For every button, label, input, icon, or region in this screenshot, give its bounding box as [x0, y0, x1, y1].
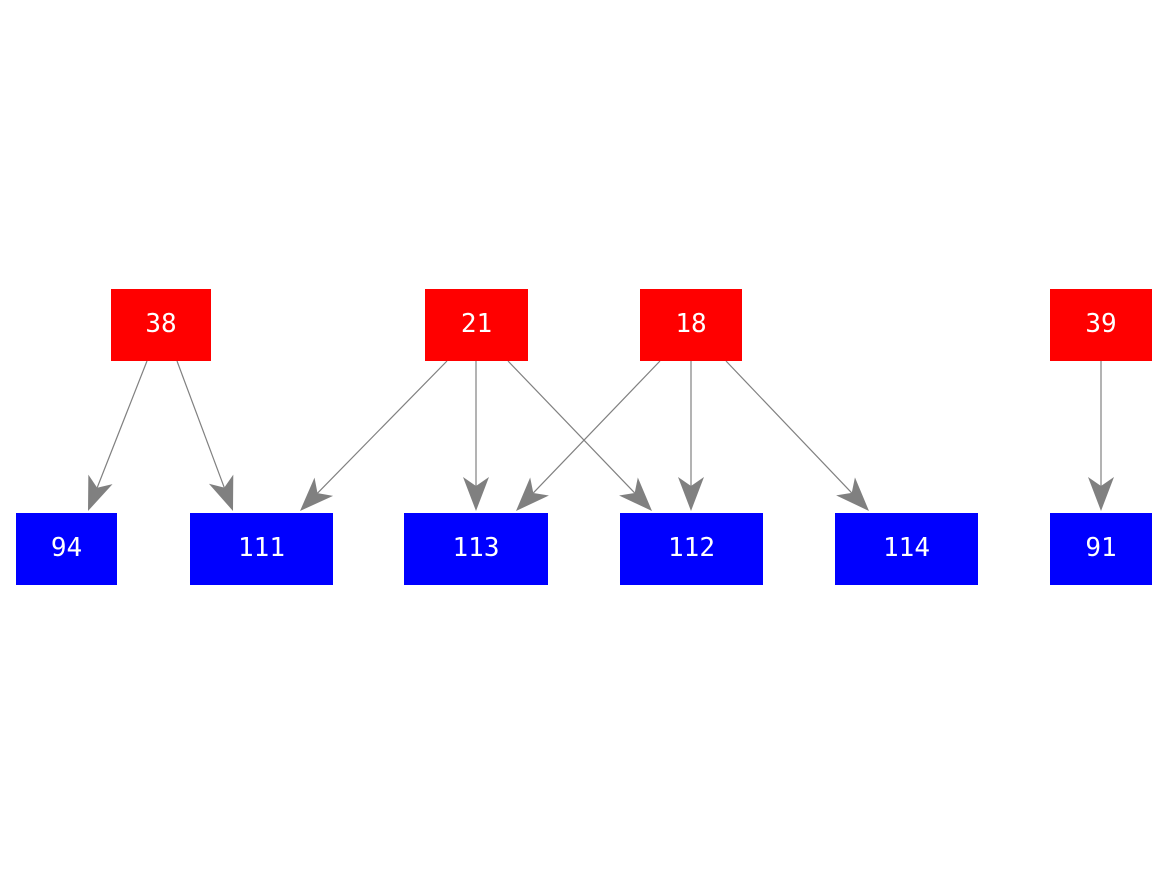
- edge-arrowhead: [208, 474, 234, 511]
- graph-node-label: 111: [238, 533, 285, 563]
- graph-node-112[interactable]: 112: [620, 513, 763, 585]
- graph-edge-18-to-113: [516, 360, 661, 511]
- graph-edge-38-to-111: [176, 360, 234, 511]
- edge-arrowhead: [619, 477, 652, 511]
- edge-arrowhead: [516, 477, 549, 511]
- graph-node-label: 39: [1085, 309, 1117, 339]
- edge-arrowhead: [678, 477, 704, 511]
- edge-arrowhead: [88, 474, 113, 511]
- graph-node-label: 38: [145, 309, 177, 339]
- graph-edge-18-to-112: [678, 361, 704, 511]
- graph-edge-21-to-111: [300, 360, 448, 511]
- edge-line: [532, 360, 661, 494]
- edge-arrowhead: [1088, 477, 1114, 511]
- edge-arrowhead: [463, 477, 489, 511]
- graph-edge-38-to-94: [88, 360, 148, 511]
- graph-node-label: 94: [50, 533, 83, 563]
- graph-node-18[interactable]: 18: [640, 289, 742, 361]
- edge-line: [176, 360, 225, 488]
- graph-node-label: 91: [1085, 533, 1117, 563]
- edge-line: [725, 360, 853, 494]
- graph-node-label: 112: [668, 533, 715, 563]
- graph-node-label: 114: [883, 533, 930, 563]
- graph-node-113[interactable]: 113: [404, 513, 548, 585]
- graph-node-21[interactable]: 21: [425, 289, 528, 361]
- edge-arrowhead: [300, 477, 334, 511]
- graph-node-91[interactable]: 91: [1050, 513, 1152, 585]
- graph-node-111[interactable]: 111: [190, 513, 333, 585]
- graph-node-39[interactable]: 39: [1050, 289, 1152, 361]
- graph-node-94[interactable]: 94: [16, 513, 117, 585]
- graph-node-label: 18: [675, 309, 707, 339]
- graph-node-label: 21: [460, 309, 493, 339]
- graph-edge-21-to-113: [463, 361, 489, 511]
- graph-edge-39-to-91: [1088, 361, 1114, 511]
- graph-edge-18-to-114: [725, 360, 869, 511]
- edge-line: [317, 360, 448, 494]
- edge-arrowhead: [836, 477, 869, 511]
- graph-node-38[interactable]: 38: [111, 289, 211, 361]
- edge-line: [507, 360, 636, 494]
- graph-node-114[interactable]: 114: [835, 513, 978, 585]
- edge-line: [96, 360, 148, 488]
- graph-node-label: 113: [452, 533, 500, 563]
- graph-edge-21-to-112: [507, 360, 652, 511]
